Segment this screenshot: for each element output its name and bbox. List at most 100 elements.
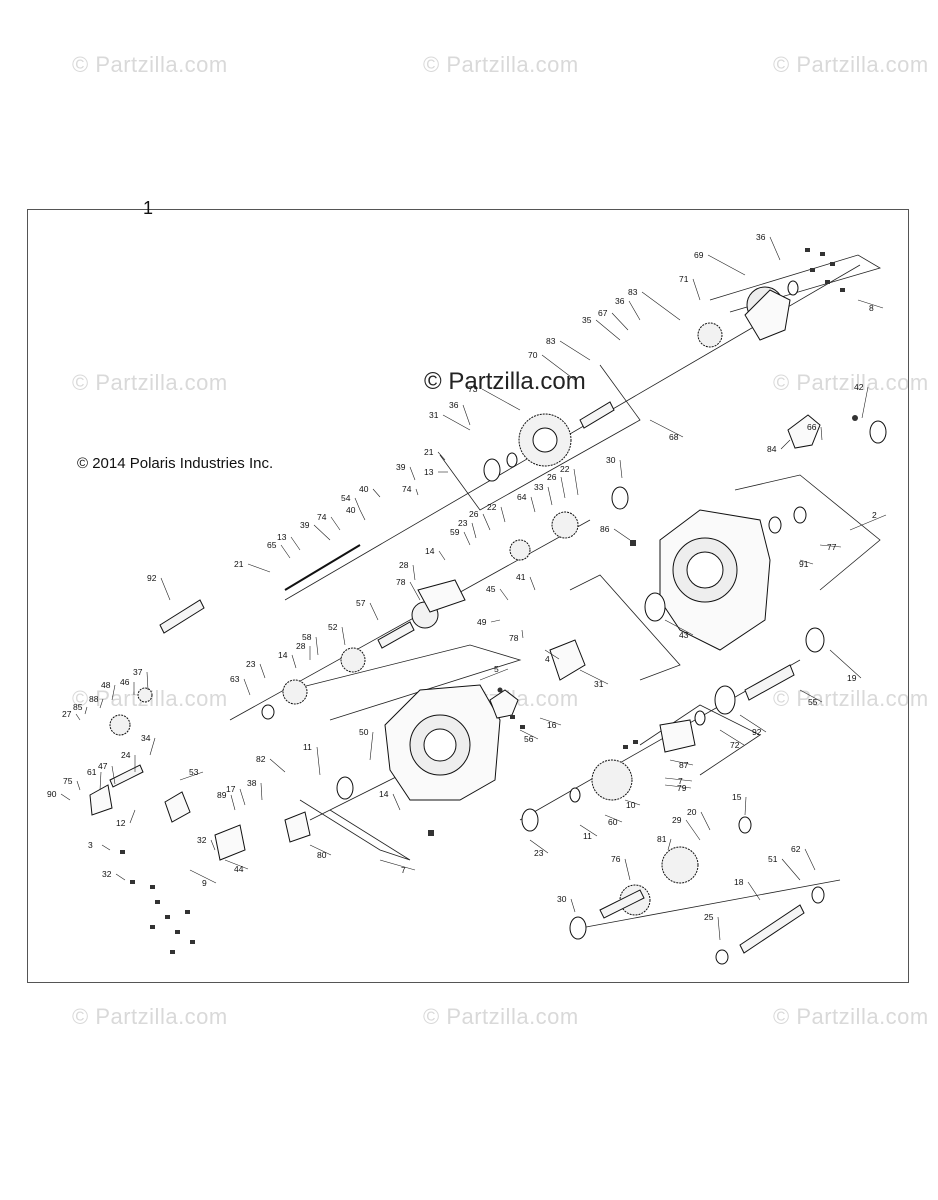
callout-leader-line: [579, 824, 598, 837]
callout-number: 57: [356, 598, 366, 608]
bearing: [811, 886, 825, 904]
cover: [744, 289, 791, 341]
callout-number: 20: [687, 807, 697, 817]
center-watermark: © Partzilla.com: [424, 368, 586, 395]
callout-number: 78: [509, 633, 519, 643]
seal: [768, 516, 782, 534]
assembly-number-label: 1: [143, 198, 154, 218]
callout-number: 53: [189, 767, 199, 777]
callout-number: 34: [141, 733, 151, 743]
callout-number: 89: [217, 790, 227, 800]
group-bracket: [709, 254, 881, 313]
washer: [569, 787, 581, 803]
callout-leader-line: [259, 663, 266, 679]
callout-number: 40: [359, 484, 369, 494]
callout-number: 81: [657, 834, 667, 844]
callout-leader-line: [490, 619, 501, 623]
callout-number: 50: [359, 727, 369, 737]
callout-number: 62: [791, 844, 801, 854]
bolt: [130, 880, 135, 884]
bolt: [155, 900, 160, 904]
callout-leader-line: [179, 771, 204, 781]
callout-number: 41: [516, 572, 526, 582]
callout-number: 61: [87, 767, 97, 777]
bolt: [170, 950, 175, 954]
callout-leader-line: [641, 291, 681, 321]
callout-leader-line: [573, 468, 579, 496]
bolt: [805, 248, 810, 252]
callout-number: 42: [854, 382, 864, 392]
bolt: [830, 262, 835, 266]
callout-number: 7: [401, 865, 406, 875]
callout-leader-line: [667, 838, 672, 851]
callout-leader-line: [115, 873, 126, 881]
callout-leader-line: [781, 858, 801, 881]
callout-number: 36: [615, 296, 625, 306]
watermark: © Partzilla.com: [773, 52, 929, 77]
callout-number: 45: [486, 584, 496, 594]
callout-leader-line: [692, 278, 701, 301]
callout-number: 9: [202, 878, 207, 888]
bearing: [738, 816, 752, 834]
callout-leader-line: [412, 564, 416, 581]
bolt: [810, 268, 815, 272]
callout-leader-line: [409, 581, 421, 601]
group-bracket: [569, 574, 681, 681]
bearing: [569, 916, 587, 940]
callout-number: 76: [611, 854, 621, 864]
callout-leader-line: [438, 550, 446, 561]
o-ring: [805, 627, 825, 653]
callout-number: 3: [88, 840, 93, 850]
watermark: © Partzilla.com: [773, 370, 929, 395]
callout-leader-line: [146, 671, 149, 691]
callout-leader-line: [482, 513, 491, 531]
callout-leader-line: [664, 784, 692, 789]
callout-number: 14: [379, 789, 389, 799]
shift-drum: [159, 599, 205, 634]
callout-leader-line: [624, 799, 641, 806]
callout-leader-line: [521, 629, 524, 639]
callout-number: 33: [534, 482, 544, 492]
bearing: [714, 685, 736, 715]
callout-number: 38: [247, 778, 257, 788]
callout-leader-line: [315, 636, 319, 656]
callout-leader-line: [519, 729, 539, 740]
callout-leader-line: [529, 576, 536, 591]
output-shaft: [744, 664, 795, 701]
callout-number: 55: [808, 697, 818, 707]
callout-leader-line: [861, 386, 869, 419]
group-bracket: [734, 474, 881, 591]
shaft: [579, 401, 615, 429]
bolt: [150, 885, 155, 889]
shaft: [739, 904, 805, 954]
group-bracket: [439, 364, 641, 511]
callout-leader-line: [717, 916, 721, 941]
callout-leader-line: [437, 451, 446, 461]
callout-number: 83: [546, 336, 556, 346]
callout-leader-line: [744, 796, 747, 816]
callout-number: 30: [606, 455, 616, 465]
watermark: © Partzilla.com: [423, 52, 579, 77]
callout-leader-line: [129, 809, 136, 824]
callout-number: 75: [63, 776, 73, 786]
callout-number: 90: [47, 789, 57, 799]
gear: [591, 759, 633, 801]
callout-leader-line: [269, 758, 286, 773]
callout-number: 85: [73, 702, 83, 712]
callout-leader-line: [75, 713, 81, 721]
bearing: [793, 506, 807, 524]
callout-number: 49: [477, 617, 487, 627]
shift-rail: [284, 544, 361, 591]
callout-leader-line: [76, 780, 81, 791]
callout-number: 39: [300, 520, 310, 530]
callout-number: 2: [872, 510, 877, 520]
callout-leader-line: [309, 844, 332, 856]
callout-number: 27: [62, 709, 72, 719]
callout-leader-line: [613, 528, 631, 541]
callout-number: 12: [116, 818, 126, 828]
callout-number: 74: [317, 512, 327, 522]
copyright-notice: © 2014 Polaris Industries Inc.: [77, 455, 274, 472]
callout-number: 80: [317, 850, 327, 860]
callout-leader-line: [547, 486, 553, 506]
